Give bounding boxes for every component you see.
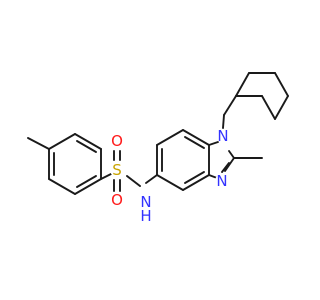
oxygen-atom-lower: O <box>110 191 124 209</box>
benzimidazole-n1-atom: N <box>216 127 230 145</box>
bond <box>48 133 76 150</box>
double-bond-inner <box>76 140 97 153</box>
oxygen-atom-upper: O <box>110 132 124 150</box>
bond <box>74 133 102 150</box>
bond <box>261 95 276 120</box>
atom-symbol: N <box>216 172 227 190</box>
bond <box>274 72 289 97</box>
sulfur-atom: S <box>110 161 124 179</box>
atom-symbol: S <box>112 161 122 179</box>
benzyl-phenyl-ring <box>235 72 289 120</box>
hydrogen-symbol: H <box>140 207 151 225</box>
bond <box>156 129 184 146</box>
methyl-bond-tolyl <box>27 137 50 150</box>
double-bond-inner <box>221 162 230 173</box>
atom-symbol: N <box>217 127 228 145</box>
bond <box>156 174 184 191</box>
bond <box>182 174 210 191</box>
bond <box>228 150 235 159</box>
bond <box>74 178 102 195</box>
double-bond-inner <box>184 136 205 149</box>
tolyl-ring <box>48 133 102 195</box>
bond <box>48 178 76 195</box>
bond <box>145 174 158 184</box>
bond <box>208 141 219 146</box>
atom-symbol: O <box>111 191 123 209</box>
bond <box>222 114 225 129</box>
bond <box>208 174 218 179</box>
bond <box>182 129 210 146</box>
atom-symbol: O <box>111 132 123 150</box>
benzimidazole-benzene-ring <box>156 129 210 191</box>
benzimidazole-n3-atom: N <box>215 172 229 190</box>
imidazole-ring <box>208 141 235 179</box>
bond <box>224 157 235 172</box>
sulfonamide-nh-atom: NH <box>139 193 153 225</box>
bond <box>223 95 237 116</box>
double-bond-inner <box>76 175 97 188</box>
double-bond-inner <box>184 171 205 184</box>
bond <box>274 95 289 120</box>
bond <box>235 72 250 97</box>
bond <box>126 175 141 187</box>
atom-symbol: N <box>140 193 151 211</box>
